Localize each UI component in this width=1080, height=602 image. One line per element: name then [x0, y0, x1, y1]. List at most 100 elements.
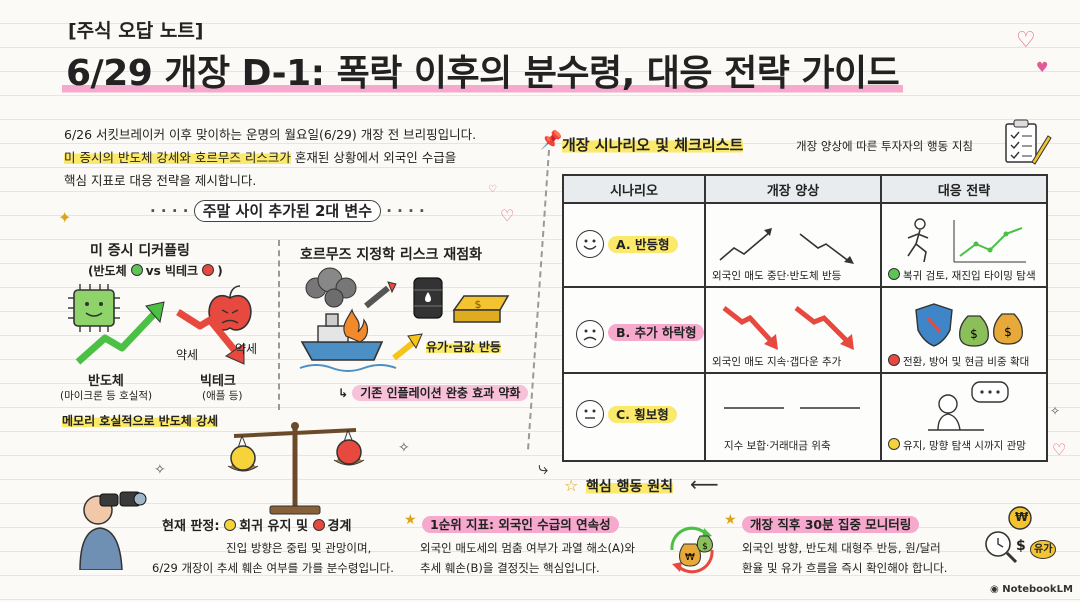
header-scenario: 시나리오: [564, 176, 704, 204]
principles-title-text: 핵심 행동 원칙: [586, 479, 674, 495]
scenario-a-label: A. 반등형: [608, 236, 678, 253]
scenario-table: 시나리오 개장 양상 대응 전략 A. 반등형 외국인 매도 중단·반도체 반등…: [562, 174, 1048, 462]
checklist-icon: [1005, 119, 1052, 165]
scenario-c-name: C. 횡보형: [608, 404, 677, 423]
ship-icon: [300, 313, 384, 361]
intro-line-3: 핵심 지표로 대응 전략을 제시합니다.: [64, 173, 257, 188]
green-up-arrow: [75, 309, 159, 365]
smoke-icon: [305, 267, 357, 308]
scenario-subtitle: 개장 양상에 따른 투자자의 행동 지침: [796, 139, 973, 153]
principle-2-title: 개장 직후 30분 집중 모니터링: [742, 514, 920, 533]
binoculars-icon: [79, 491, 147, 570]
svg-text:$: $: [1004, 325, 1012, 339]
arrow-icon: ↳: [338, 386, 353, 400]
decoupling-note-text: 메모리 호실적으로 반도체 강세: [62, 414, 219, 428]
bigtech-sublabel: (애플 등): [202, 390, 243, 402]
heart-icon: ♡: [488, 184, 497, 195]
green-dot-icon: [130, 264, 143, 276]
weak-label-1: 약세: [176, 348, 199, 362]
money-bag-icon: $: [993, 313, 1023, 345]
scenario-c-strategy-icon: [928, 381, 1009, 431]
decoupling-subtitle: (반도체 vs 빅테크 ): [88, 262, 223, 279]
svg-text:$: $: [475, 298, 482, 311]
red-down-arrow: [176, 309, 239, 355]
scenario-title: 개장 시나리오 및 체크리스트: [562, 134, 744, 155]
intro-line-2-rest: 혼재된 상황에서 외국인 수급을: [290, 150, 457, 165]
variables-title-text: 주말 사이 추가된 2대 변수: [193, 200, 382, 222]
principle-1-line-1: 외국인 매도세의 멈춤 여부가 과열 해소(A)와: [420, 541, 635, 555]
oil-gold-text: 유가·금값 반등: [426, 340, 501, 354]
won-symbol: ₩: [1015, 510, 1029, 524]
footer-brand-text: NotebookLM: [1002, 584, 1073, 595]
heart-icon: ♥: [1036, 60, 1049, 76]
weak-label-2: 약세: [235, 342, 258, 356]
balance-scale-icon: [227, 422, 365, 515]
subtitle-end: ): [217, 264, 223, 278]
monitoring-icon: [985, 506, 1032, 564]
oil-tag: 유가: [1030, 540, 1057, 559]
left-arrow-icon: ⟵: [690, 472, 719, 496]
principle-2-line-2: 환율 및 유가 흐름을 즉시 확인해야 합니다.: [742, 561, 948, 575]
star-icon: ✧: [398, 440, 410, 456]
scenario-c-pattern: 지수 보합·거래대금 위축: [724, 440, 831, 452]
decoupling-illustration: [68, 284, 252, 365]
svg-text:₩: ₩: [685, 552, 695, 563]
red-dot-icon: [888, 354, 900, 366]
oil-gold-label: 유가·금값 반등: [426, 338, 501, 355]
footer-brand: ◉ NotebookLM: [990, 584, 1073, 595]
scenario-a-strategy-icon: [907, 218, 1026, 263]
principle-1-title: 1순위 지표: 외국인 수급의 연속성: [422, 514, 619, 533]
heart-icon: ♡: [500, 206, 515, 225]
subtitle-semi: (반도체: [88, 264, 127, 278]
hormuz-illustration: $: [299, 267, 510, 372]
variables-title: · · · · 주말 사이 추가된 2대 변수 · · · ·: [150, 200, 425, 222]
fire-icon: [343, 308, 369, 343]
yellow-dot-icon: [224, 519, 237, 531]
scenario-c-strategy-text: 유지, 망향 탐색 시까지 관망: [903, 440, 1026, 452]
yellow-up-arrow: [392, 339, 416, 361]
intro-highlight: 미 증시의 반도체 강세와 호르무즈 리스크가: [64, 150, 291, 165]
judgement-line-3: 6/29 개장이 추세 훼손 여부를 가를 분수령입니다.: [152, 561, 394, 575]
judgement-red: 경계: [327, 519, 352, 534]
scenario-b-pattern: 외국인 매도 지속·갭다운 추가: [712, 356, 842, 368]
page-title-text: 6/29 개장 D-1: 폭락 이후의 분수령, 대응 전략 가이드: [62, 53, 904, 94]
scenario-b-label: B. 추가 하락형: [608, 324, 705, 341]
oil-tag-text: 유가: [1030, 540, 1057, 559]
scenario-title-text: 개장 시나리오 및 체크리스트: [562, 136, 744, 154]
sad-face-icon: [576, 320, 604, 348]
heart-icon: ♡: [1016, 28, 1036, 53]
principle-2-title-text: 개장 직후 30분 집중 모니터링: [742, 516, 920, 533]
scenario-a-strategy: 복귀 검토, 재진입 타이밍 탐색: [888, 268, 1036, 283]
scenario-c-chart: [724, 407, 860, 409]
star-icon: ✦: [58, 208, 72, 227]
scenario-a-name: A. 반등형: [608, 234, 678, 253]
semi-sublabel: (마이크론 등 호실적): [60, 390, 153, 402]
oil-barrel-icon: [413, 277, 443, 319]
star-icon: ★: [724, 512, 737, 528]
scenario-a-pattern: 외국인 매도 중단·반도체 반등: [712, 270, 842, 282]
decoupling-note: 메모리 호실적으로 반도체 강세: [62, 412, 219, 429]
hormuz-title: 호르무즈 지정학 리스크 재점화: [300, 247, 483, 263]
scenario-b-name: B. 추가 하락형: [608, 322, 705, 341]
header-tag: [주식 오답 노트]: [68, 20, 204, 42]
money-flow-icon: ₩ $: [670, 526, 714, 574]
star-icon: ★: [404, 512, 417, 528]
bigtech-label: 빅테크: [200, 374, 236, 389]
principle-1-line-2: 추세 훼손(B)을 결정짓는 핵심입니다.: [420, 561, 600, 575]
intro-line-1: 6/26 서킷브레이커 이후 맞이하는 운명의 월요일(6/29) 개장 전 브…: [64, 127, 477, 142]
scenario-c-strategy: 유지, 망향 탐색 시까지 관망: [888, 438, 1026, 453]
scenario-b-strategy: 전환, 방어 및 현금 비중 확대: [888, 354, 1029, 369]
judgement-line-2: 진입 방향은 중립 및 관망이며,: [226, 541, 372, 555]
judgement-yellow: 회귀 유지 및: [239, 519, 308, 534]
scenario-b-chart: [722, 306, 854, 350]
principles-title: 핵심 행동 원칙: [586, 476, 674, 496]
curved-arrow-icon: ⤷: [538, 458, 549, 479]
intro-line-2: 미 증시의 반도체 강세와 호르무즈 리스크가 혼재된 상황에서 외국인 수급을: [64, 147, 456, 166]
star-icon: ✧: [154, 462, 166, 478]
inflation-label: ↳ 기존 인플레이션 완충 효과 약화: [338, 384, 529, 401]
subtitle-vs: vs 빅테크: [145, 264, 199, 278]
principle-2-line-1: 외국인 방향, 반도체 대형주 반등, 원/달러: [742, 541, 941, 555]
scenario-b-strategy-icon: $ $: [915, 303, 1023, 347]
inflation-text: 기존 인플레이션 완충 효과 약화: [352, 385, 529, 401]
scenario-dashed-connector: [527, 149, 550, 450]
